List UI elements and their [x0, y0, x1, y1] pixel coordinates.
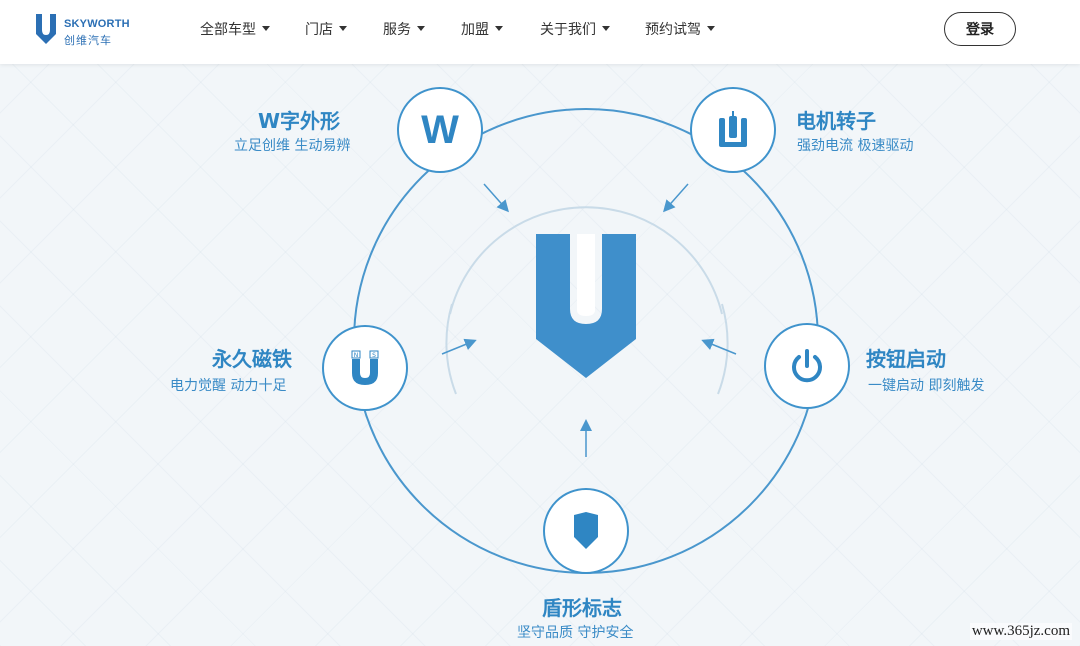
- arrow-from-w: [483, 183, 509, 213]
- letter-w-icon: W: [421, 107, 459, 152]
- power-button-node: [764, 323, 850, 409]
- feature-title-power-button: 按钮启动: [866, 347, 946, 371]
- inner-arc-top: [449, 206, 723, 315]
- magnet-icon: N S: [351, 350, 379, 385]
- feature-title-w-shape: W字外形: [258, 109, 341, 133]
- nav-item-stores[interactable]: 门店: [305, 19, 347, 39]
- nav-item-label: 全部车型: [200, 22, 256, 38]
- arrow-from-magnet: [441, 338, 477, 355]
- caret-down-icon: [262, 25, 270, 31]
- caret-down-icon: [707, 25, 715, 31]
- shield-icon: [574, 512, 598, 549]
- caret-down-icon: [339, 25, 347, 31]
- feature-title-shield: 盾形标志: [542, 596, 622, 620]
- power-icon: [792, 349, 822, 383]
- caret-down-icon: [495, 25, 503, 31]
- arrow-from-power: [701, 338, 737, 355]
- motor-rotor-node: [690, 87, 776, 173]
- site-header: SKYWORTH 创维汽车 全部车型 门店 服务 加盟 关于我们 预约试驾 登录: [0, 0, 1080, 64]
- nav-item-all-models[interactable]: 全部车型: [200, 19, 270, 39]
- motor-rotor-icon: [719, 111, 747, 147]
- feature-subtitle-motor-rotor: 强劲电流 极速驱动: [797, 138, 914, 154]
- brand-name-cn: 创维汽车: [64, 34, 112, 47]
- nav-item-label: 关于我们: [540, 22, 596, 38]
- brand-logo[interactable]: SKYWORTH 创维汽车: [34, 10, 144, 50]
- caret-down-icon: [602, 25, 610, 31]
- feature-subtitle-w-shape: 立足创维 生动易辨: [234, 138, 351, 154]
- magnet-north-label: N: [354, 352, 359, 359]
- arrow-from-motor: [663, 183, 689, 213]
- nav-item-label: 服务: [383, 22, 411, 38]
- logo-concept-diagram: W W字外形 立足创维 生动易辨 电机转子 强劲电流 极速驱动 N S 永久磁铁…: [0, 64, 1080, 646]
- caret-down-icon: [417, 25, 425, 31]
- nav-item-label: 加盟: [461, 22, 489, 38]
- nav-item-label: 预约试驾: [645, 22, 701, 38]
- nav-item-test-drive[interactable]: 预约试驾: [645, 19, 715, 39]
- shield-node: [543, 488, 629, 574]
- feature-title-motor-rotor: 电机转子: [796, 109, 876, 133]
- watermark-text: www.365jz.com: [969, 623, 1072, 640]
- nav-item-service[interactable]: 服务: [383, 19, 425, 39]
- nav-item-franchise[interactable]: 加盟: [461, 19, 503, 39]
- brand-name-en: SKYWORTH: [64, 18, 130, 30]
- nav-item-about-us[interactable]: 关于我们: [540, 19, 610, 39]
- u-shield-logo-icon: [536, 234, 636, 378]
- nav-item-label: 门店: [305, 22, 333, 38]
- skyworth-logo-icon: [36, 14, 56, 44]
- magnet-node: N S: [322, 325, 408, 411]
- magnet-south-label: S: [372, 352, 376, 359]
- w-shape-node: W: [397, 87, 483, 173]
- feature-subtitle-shield: 坚守品质 守护安全: [517, 625, 634, 641]
- feature-subtitle-magnet: 电力觉醒 动力十足: [170, 378, 287, 394]
- feature-title-magnet: 永久磁铁: [212, 347, 292, 371]
- feature-subtitle-power-button: 一键启动 即刻触发: [868, 378, 985, 394]
- inner-arc-left: [445, 303, 457, 395]
- login-button[interactable]: 登录: [944, 12, 1016, 46]
- inner-arc-right: [717, 303, 729, 395]
